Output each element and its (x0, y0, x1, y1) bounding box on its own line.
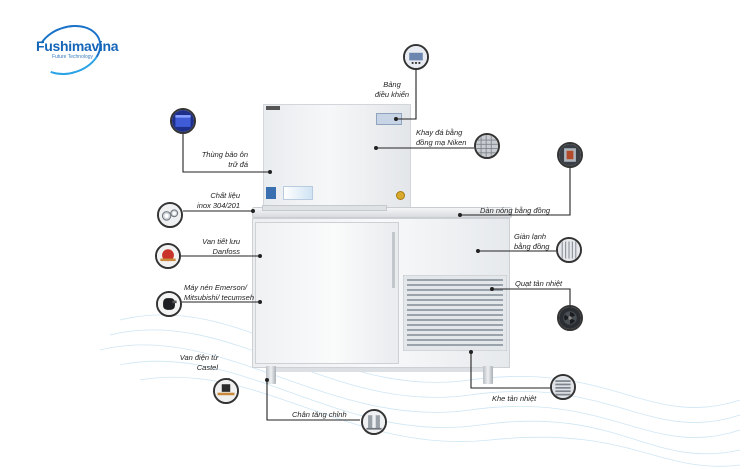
control-panel-thumb-icon (403, 44, 429, 70)
product-sticker (283, 186, 313, 200)
label-condenser: Dàn nóng bằng đồng (480, 206, 551, 215)
condenser-thumb-icon (557, 142, 583, 168)
qr-sticker (266, 187, 276, 199)
cabinet-door (255, 222, 399, 364)
badge-medal-icon (396, 191, 405, 200)
steel-pipes-thumb-icon (157, 202, 183, 228)
top-brand-plate (266, 106, 280, 110)
brand-name: Fushimavina (36, 38, 119, 54)
label-ice-tray: Khay đá bằng đồng mạ Niken (416, 128, 467, 147)
leveling-feet-thumb-icon (361, 409, 387, 435)
label-expansion-valve: Van tiết lưu Danfoss (202, 237, 240, 256)
evaporator-thumb-icon (556, 237, 582, 263)
door-handle (392, 232, 395, 288)
vent-grille (403, 275, 507, 351)
label-evaporator: Giàn lạnh bằng đồng (514, 232, 550, 251)
solenoid-valve-thumb-icon (213, 378, 239, 404)
label-heat-vent: Khe tản nhiệt (492, 394, 537, 403)
brand-tagline: Future Technology (52, 54, 94, 60)
cooling-fan-thumb-icon (557, 305, 583, 331)
ice-tray-thumb-icon (474, 133, 500, 159)
expansion-valve-thumb-icon (155, 243, 181, 269)
heat-vent-thumb-icon (550, 374, 576, 400)
foot-left (266, 366, 276, 384)
label-ice-bin: Thùng bảo ôn trữ đá (201, 150, 248, 169)
compressor-thumb-icon (156, 291, 182, 317)
label-compressor: Máy nén Emerson/ Mitsubishi/ tecumseh (184, 283, 255, 302)
bottom-rail (276, 368, 483, 372)
label-cooling-fan: Quạt tản nhiệt (515, 279, 563, 288)
foot-right (483, 366, 493, 384)
label-solenoid-valve: Van điện từ Castel (179, 353, 218, 372)
ice-bin-thumb-icon (170, 108, 196, 134)
sink-basin (262, 205, 387, 211)
label-control-panel: Bảng điều khiển (374, 80, 410, 99)
label-material: Chất liệu inox 304/201 (197, 191, 240, 210)
label-leveling-feet: Chân tăng chỉnh (292, 410, 347, 419)
